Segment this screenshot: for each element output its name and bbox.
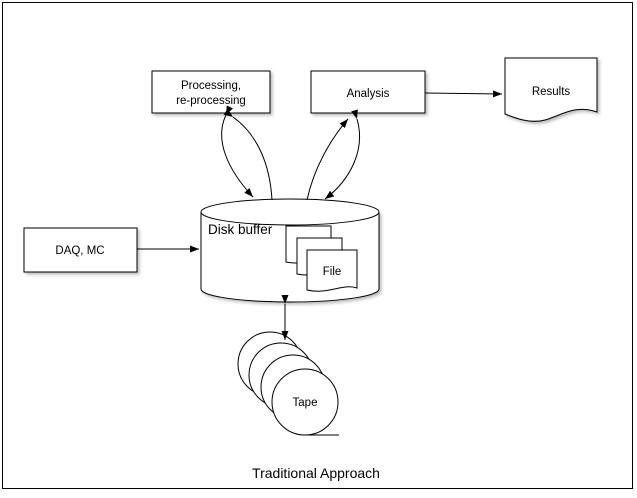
disk-buffer-label: Disk buffer [208,222,273,237]
daq-mc-box: DAQ, MC [23,227,138,273]
processing-box: Processing, re-processing [151,70,271,114]
disk-analysis-arrow-left [306,118,349,201]
analysis-results-arrow [424,90,503,98]
results-label: Results [532,86,571,98]
daq-mc-label: DAQ, MC [55,245,104,257]
results-document: Results [504,57,598,122]
diagram-border [2,2,633,489]
tape-stack: Tape [237,331,339,436]
processing-disk-arrow-left [221,105,254,198]
tape-label: Tape [293,397,318,409]
analysis-label: Analysis [347,88,390,100]
processing-label-line2: re-processing [176,95,246,107]
analysis-box: Analysis [310,70,426,114]
processing-disk-arrow-right [223,108,273,201]
diagram-caption: Traditional Approach [252,465,380,481]
processing-label-line1: Processing, [181,80,241,92]
file-stack: File [285,225,358,292]
disk-analysis-arrow-right [324,109,361,200]
file-label: File [323,266,342,278]
connectors [137,90,503,340]
